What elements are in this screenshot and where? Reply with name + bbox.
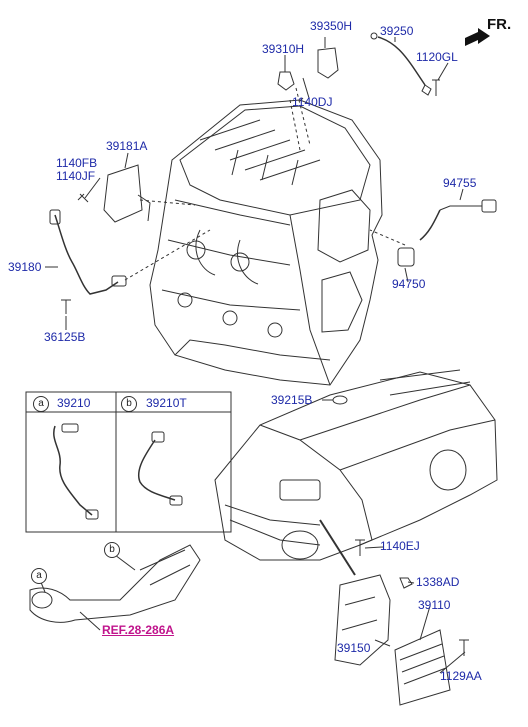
front-direction-label: FR. bbox=[487, 16, 512, 33]
marker-b-converter: b bbox=[104, 542, 120, 558]
callout-39210: 39210 bbox=[57, 396, 91, 410]
vehicle-drawing bbox=[214, 369, 498, 561]
marker-a-inset: a bbox=[33, 396, 49, 412]
callout-94750: 94750 bbox=[392, 277, 426, 291]
marker-b-inset: b bbox=[121, 396, 137, 412]
callout-1129AA: 1129AA bbox=[440, 669, 482, 683]
callout-1140DJ: 1140DJ bbox=[292, 95, 333, 109]
callout-39215B: 39215B bbox=[271, 393, 313, 407]
callout-39250: 39250 bbox=[380, 24, 414, 38]
callout-39350H: 39350H bbox=[310, 19, 353, 33]
reference-link[interactable]: REF.28-286A bbox=[102, 623, 175, 637]
callout-39180: 39180 bbox=[8, 260, 42, 274]
callout-39150: 39150 bbox=[337, 641, 371, 655]
callout-39310H: 39310H bbox=[262, 42, 305, 56]
callout-1140JF: 1140JF bbox=[56, 169, 96, 183]
callout-1140FB: 1140FB bbox=[56, 156, 98, 170]
callout-39210T: 39210T bbox=[146, 396, 187, 410]
marker-a-converter: a bbox=[31, 568, 47, 584]
callout-1140EJ: 1140EJ bbox=[380, 539, 420, 553]
callout-94755: 94755 bbox=[443, 176, 477, 190]
engine-block-drawing bbox=[149, 99, 383, 386]
callout-39181A: 39181A bbox=[106, 139, 148, 153]
front-arrow-icon bbox=[465, 28, 490, 46]
callout-39110: 39110 bbox=[418, 598, 451, 612]
callout-1338AD: 1338AD bbox=[416, 575, 460, 589]
callout-36125B: 36125B bbox=[44, 330, 86, 344]
callout-1120GL: 1120GL bbox=[416, 50, 458, 64]
